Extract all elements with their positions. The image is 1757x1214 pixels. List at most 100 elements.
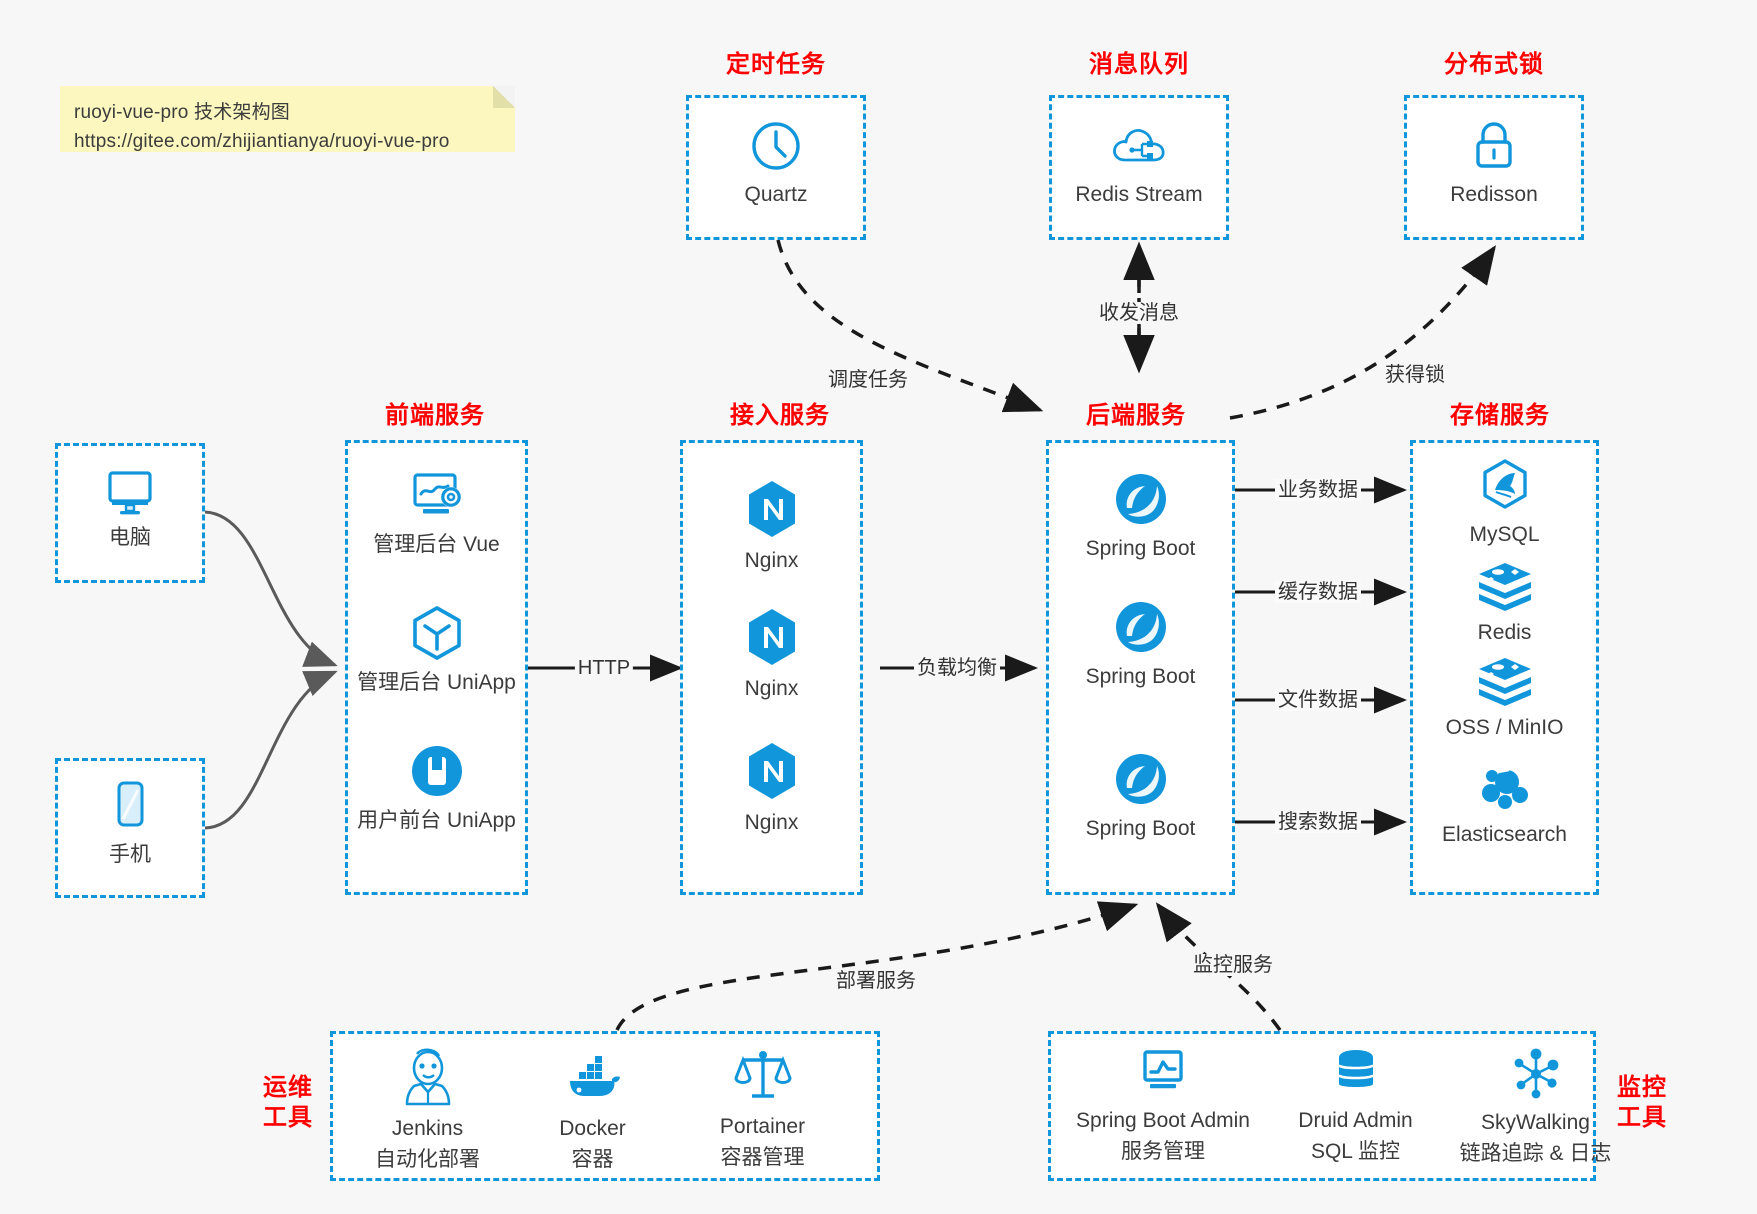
node-portainer[interactable]: Portainer 容器管理 <box>675 1046 850 1171</box>
edge-label-cache-data: 缓存数据 <box>1275 581 1361 603</box>
mq-box <box>1049 95 1229 240</box>
node-quartz[interactable]: Quartz <box>686 118 866 209</box>
node-admin-vue[interactable]: 管理后台 Vue <box>345 468 528 559</box>
node-nginx-1[interactable]: Nginx <box>680 478 863 575</box>
edge-label-acquire-lock: 获得锁 <box>1382 364 1448 386</box>
monitor-chart-icon <box>1134 1046 1192 1100</box>
docker-whale-icon <box>562 1046 624 1108</box>
node-sublabel: 自动化部署 <box>375 1147 480 1171</box>
node-label: Nginx <box>744 677 799 700</box>
jenkins-butler-icon <box>399 1046 457 1108</box>
spring-leaf-icon <box>1112 470 1170 528</box>
node-springboot-3[interactable]: Spring Boot <box>1046 750 1235 843</box>
mysql-dolphin-icon <box>1477 458 1533 514</box>
node-sublabel: SQL 监控 <box>1310 1139 1401 1163</box>
nginx-icon <box>743 740 801 802</box>
elasticsearch-icon <box>1476 762 1534 814</box>
devops-box <box>330 1031 880 1181</box>
node-jenkins[interactable]: Jenkins 自动化部署 <box>345 1046 510 1173</box>
edge-label-send-receive-msg: 收发消息 <box>1096 302 1182 324</box>
node-label: Nginx <box>744 811 799 834</box>
mobile-icon <box>108 778 152 834</box>
edge-label-business-data: 业务数据 <box>1275 479 1361 501</box>
app-square-icon <box>408 742 466 800</box>
node-pc[interactable]: 电脑 <box>55 465 205 552</box>
node-springboot-2[interactable]: Spring Boot <box>1046 598 1235 691</box>
node-label: Druid Admin <box>1298 1109 1413 1132</box>
node-label: MySQL <box>1469 523 1540 546</box>
node-label: 手机 <box>109 843 151 866</box>
node-nginx-2[interactable]: Nginx <box>680 606 863 703</box>
group-title-monitor-line1: 监控 <box>1617 1074 1667 1101</box>
node-label: Docker <box>559 1117 626 1140</box>
node-springboot-1[interactable]: Spring Boot <box>1046 470 1235 563</box>
title-note: ruoyi-vue-pro 技术架构图 https://gitee.com/zh… <box>60 86 515 152</box>
edge-label-file-data: 文件数据 <box>1275 689 1361 711</box>
node-label: Spring Boot <box>1085 817 1196 840</box>
node-nginx-3[interactable]: Nginx <box>680 740 863 837</box>
node-redis-stream[interactable]: Redis Stream <box>1049 118 1229 209</box>
edge-label-monitor-service: 监控服务 <box>1190 954 1276 976</box>
node-sublabel: 容器 <box>571 1147 614 1171</box>
node-label: Jenkins <box>391 1117 464 1140</box>
spring-leaf-icon <box>1112 598 1170 656</box>
note-line-2: https://gitee.com/zhijiantianya/ruoyi-vu… <box>74 131 450 153</box>
node-label: Elasticsearch <box>1442 823 1567 846</box>
note-fold-corner <box>493 86 515 108</box>
node-admin-uniapp[interactable]: 管理后台 UniApp <box>345 604 528 697</box>
monitor-box <box>1048 1031 1596 1181</box>
frontend-box <box>345 440 528 895</box>
node-label: Redis Stream <box>1075 183 1203 206</box>
edge-label-schedule-task: 调度任务 <box>825 369 911 391</box>
phone-box <box>55 758 205 898</box>
group-title-monitor-line2: 工具 <box>1617 1104 1667 1131</box>
node-docker[interactable]: Docker 容器 <box>510 1046 675 1173</box>
edge-label-deploy-service: 部署服务 <box>833 970 919 992</box>
group-title-monitor: 监控 工具 <box>1609 1073 1675 1133</box>
note-line-1: ruoyi-vue-pro 技术架构图 <box>74 102 291 123</box>
uniapp-hex-icon <box>407 604 467 662</box>
group-title-devops: 运维 工具 <box>255 1073 321 1133</box>
group-title-mq: 消息队列 <box>1089 51 1189 78</box>
node-druid-admin[interactable]: Druid Admin SQL 监控 <box>1268 1046 1443 1165</box>
scales-icon <box>732 1046 794 1106</box>
skywalking-icon <box>1507 1046 1565 1102</box>
edge-label-http: HTTP <box>574 657 634 679</box>
edge-label-search-data: 搜索数据 <box>1275 811 1361 833</box>
node-label: SkyWalking <box>1481 1111 1590 1134</box>
node-sublabel: 服务管理 <box>1121 1139 1205 1163</box>
redis-stack-icon <box>1475 560 1535 612</box>
monitor-icon <box>101 465 159 517</box>
node-label: 用户前台 UniApp <box>357 809 516 832</box>
node-phone[interactable]: 手机 <box>55 778 205 869</box>
node-oss-minio[interactable]: OSS / MinIO <box>1410 655 1599 742</box>
node-label: Spring Boot Admin <box>1076 1109 1250 1132</box>
edge-label-load-balance: 负载均衡 <box>914 657 1000 679</box>
node-label: Spring Boot <box>1085 665 1196 688</box>
node-label: OSS / MinIO <box>1445 716 1564 739</box>
node-user-uniapp[interactable]: 用户前台 UniApp <box>345 742 528 835</box>
node-redis[interactable]: Redis <box>1410 560 1599 647</box>
group-title-gateway: 接入服务 <box>730 402 830 429</box>
node-skywalking[interactable]: SkyWalking 链路追踪 & 日志 <box>1443 1046 1628 1167</box>
node-mysql[interactable]: MySQL <box>1410 458 1599 549</box>
node-label: 管理后台 Vue <box>373 533 500 556</box>
lock-icon <box>1468 118 1520 174</box>
group-title-frontend: 前端服务 <box>385 402 485 429</box>
group-title-devops-line2: 工具 <box>263 1104 313 1131</box>
node-label: Quartz <box>744 183 808 206</box>
node-label: Nginx <box>744 549 799 572</box>
database-icon <box>1327 1046 1385 1100</box>
node-label: 管理后台 UniApp <box>357 671 516 694</box>
node-label: Redis <box>1477 621 1532 644</box>
group-title-devops-line1: 运维 <box>263 1074 313 1101</box>
redis-stack-icon <box>1475 655 1535 707</box>
group-title-backend: 后端服务 <box>1086 402 1186 429</box>
group-title-lock: 分布式锁 <box>1444 51 1544 78</box>
node-label: 电脑 <box>109 526 151 549</box>
node-label: Spring Boot <box>1085 537 1196 560</box>
node-redisson[interactable]: Redisson <box>1404 118 1584 209</box>
node-spring-boot-admin[interactable]: Spring Boot Admin 服务管理 <box>1058 1046 1268 1165</box>
node-elasticsearch[interactable]: Elasticsearch <box>1410 762 1599 849</box>
